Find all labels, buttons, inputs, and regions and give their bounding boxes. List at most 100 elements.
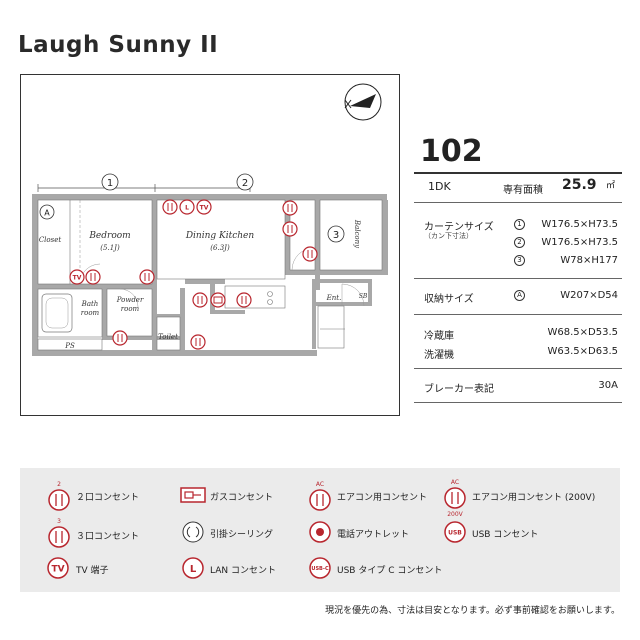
outlet-2-icon [190, 334, 206, 350]
area-value: 25.9 [562, 177, 597, 193]
divider [414, 402, 622, 403]
tv-outlet-text: TV [200, 205, 209, 212]
tv-outlet-legend-icon: TV [47, 557, 69, 579]
outlet-2-icon [139, 269, 155, 285]
walls [32, 194, 388, 356]
area-label: 専有面積 [503, 185, 543, 196]
legend-outlet-2-label: ２口コンセント [76, 493, 140, 503]
ac-outlet-200v-legend-voltage: 200V [447, 511, 463, 518]
curtain-marker-1 [101, 173, 119, 191]
ac-outlet-200v-legend-tag: AC [451, 479, 459, 486]
usb-outlet-legend-text: USB [448, 530, 462, 537]
legend-usb-c-outlet-label: USB タイプ C コンセント [337, 566, 443, 576]
lan-outlet-icon [179, 199, 195, 215]
ac-outlet-legend-tag: AC [316, 481, 324, 488]
toilet-label: Toilet [158, 333, 178, 341]
ac-outlet-legend-icon: AC [309, 481, 331, 511]
curtain-row-1-marker: 1 [514, 219, 525, 230]
washer-label: 洗濯機 [424, 350, 454, 361]
north-arrow-icon [344, 83, 382, 121]
bath-label-2: room [81, 309, 100, 317]
footnote: 現況を優先の為、寸法は目安となります。必ず事前確認をお願いします。 [325, 606, 620, 616]
tv-outlet-icon [196, 199, 212, 215]
curtain-marker-2-text: 2 [242, 178, 248, 189]
powder-room-label-2: room [121, 305, 140, 313]
tv-outlet-icon [69, 269, 85, 285]
outlet-3-legend-number: 3 [57, 518, 61, 525]
outlet-2-icon [85, 269, 101, 285]
floor-plan: 1 2 [32, 83, 388, 356]
divider [414, 368, 622, 369]
storage-marker: A [514, 290, 525, 301]
legend-gas-outlet-label: ガスコンセント [210, 493, 274, 503]
legend-ceiling-hook-label: 引掛シーリング [210, 530, 274, 540]
legend-lan-outlet-label: LAN コンセント [210, 566, 276, 576]
breaker-label: ブレーカー表記 [424, 384, 494, 395]
bedroom-label: Bedroom [88, 231, 130, 241]
fridge-label: 冷蔵庫 [424, 331, 454, 342]
outlet-2-icon [282, 200, 298, 216]
gas-outlet-legend-icon [180, 487, 206, 503]
usb-outlet-legend-icon: USB [444, 521, 466, 543]
tv-outlet-text-bedroom: TV [73, 275, 82, 282]
legend-usb-outlet-label: USB コンセント [472, 530, 539, 540]
storage-marker-a [39, 204, 55, 220]
ceiling-hook-legend-icon [182, 521, 204, 543]
curtain-row-3-value: W78×H177 [560, 255, 618, 266]
bedroom-size: (5.1J) [100, 244, 120, 252]
dining-kitchen-label: Dining Kitchen [185, 231, 255, 241]
outlet-2-legend-icon: 2 [48, 481, 70, 511]
bath-label: Bath [81, 300, 99, 308]
curtain-size-sub-label: （カン下寸法） [424, 232, 473, 240]
bathtub [41, 293, 73, 333]
lan-outlet-legend-icon: L [182, 557, 204, 579]
phone-outlet-legend-icon [309, 521, 331, 543]
kitchen-counter [224, 285, 286, 309]
lan-outlet-text: L [185, 205, 189, 212]
curtain-row-1-value: W176.5×H73.5 [541, 219, 618, 230]
outlet-2-icon [236, 292, 252, 308]
curtain-marker-3 [327, 225, 345, 243]
legend-tv-outlet-label: TV 端子 [76, 566, 109, 576]
breaker-value: 30A [598, 380, 618, 391]
building-name: Laugh Sunny II [18, 32, 219, 58]
closet-label: Closet [39, 236, 62, 244]
curtain-row-2-marker: 2 [514, 237, 525, 248]
divider [414, 314, 622, 315]
lan-outlet-legend-text: L [190, 564, 197, 575]
curtain-row-2-value: W176.5×H73.5 [541, 237, 618, 248]
outlet-2-icon [112, 330, 128, 346]
storage-size-value: W207×D54 [560, 290, 618, 301]
curtain-marker-3-text: 3 [333, 230, 339, 241]
entrance-label: Ent. [326, 294, 342, 302]
usb-c-outlet-legend-text: USB-C [311, 566, 329, 572]
washer-value: W63.5×D63.5 [547, 346, 619, 357]
balcony-label: Balcony [353, 219, 361, 249]
storage-marker-a-text: A [44, 209, 50, 218]
outlet-2-icon [162, 199, 178, 215]
storage-size-label: 収納サイズ [424, 294, 474, 305]
outlet-2-icon [192, 292, 208, 308]
curtain-row-3-marker: 3 [514, 255, 525, 266]
ac-outlet-200v-legend-icon: AC 200V [444, 479, 466, 518]
gas-outlet-icon [210, 292, 226, 308]
divider [414, 278, 622, 279]
area-unit: ㎡ [606, 181, 616, 191]
outlet-2-legend-number: 2 [57, 481, 61, 488]
layout-type: 1DK [428, 180, 451, 193]
shoebox-label: SB [359, 293, 368, 300]
tv-outlet-legend-text: TV [51, 565, 64, 575]
curtain-size-label: カーテンサイズ [424, 222, 494, 233]
legend-ac-outlet-label: エアコン用コンセント [337, 493, 428, 503]
outlet-2-icon [282, 221, 298, 237]
legend-ac-outlet-200v-label: エアコン用コンセント (200V) [472, 493, 596, 503]
curtain-marker-1-text: 1 [107, 178, 113, 189]
legend-outlet-3-label: ３口コンセント [76, 532, 140, 542]
ps-label: PS [64, 342, 75, 350]
curtain-marker-2 [236, 173, 254, 191]
powder-room-label: Powder [116, 296, 144, 304]
ac-outlet-icon [302, 246, 318, 262]
room-number: 102 [420, 134, 483, 169]
divider [414, 172, 622, 174]
divider [414, 202, 622, 203]
